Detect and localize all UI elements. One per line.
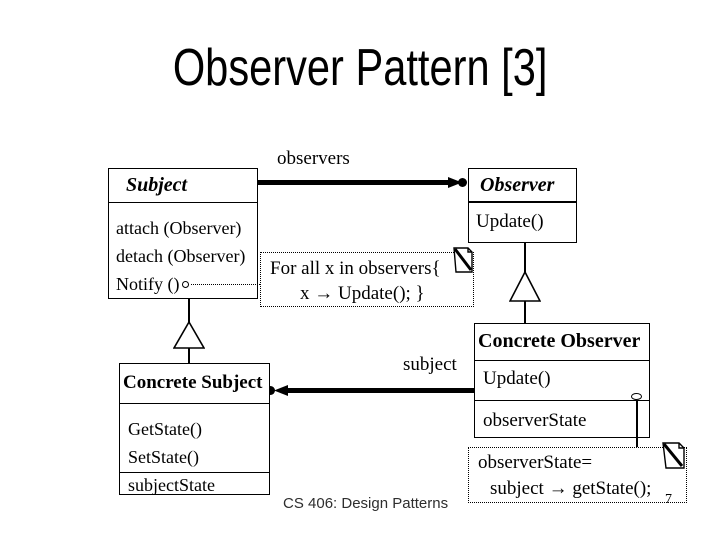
method-setstate: SetState() <box>128 447 199 467</box>
class-concrete-observer-name: Concrete Observer <box>478 330 641 352</box>
note-icon <box>452 246 475 274</box>
class-subject-name-compartment: Subject <box>109 169 257 203</box>
class-concrete-subject-name-compartment: Concrete Subject <box>120 364 269 404</box>
class-box-observer: Observer Update() <box>468 168 577 243</box>
note-notify-behavior: For all x in observers{ x → Update(); } <box>260 252 474 307</box>
class-subject-name: Subject <box>126 174 188 196</box>
association-line-observers <box>258 180 451 185</box>
inheritance-triangle-icon <box>509 271 541 302</box>
update-note-connector-line <box>636 400 638 447</box>
class-observer-name-compartment: Observer <box>469 169 576 203</box>
class-concrete-subject-method-compartment: GetState() SetState() <box>120 404 269 473</box>
note-icon <box>661 441 687 470</box>
inheritance-line-subject-bottom <box>188 348 190 364</box>
association-label-observers: observers <box>277 148 350 169</box>
class-box-concrete-subject: Concrete Subject GetState() SetState() s… <box>119 363 270 495</box>
notify-connector-circle-icon <box>182 281 189 288</box>
association-line-subject <box>287 388 474 393</box>
update-connector-circle-icon <box>631 393 642 400</box>
inheritance-line-observer-bottom <box>524 301 526 323</box>
class-concrete-subject-attribute-compartment: subjectState <box>120 473 269 496</box>
inheritance-triangle-icon <box>173 321 205 349</box>
class-observer-name: Observer <box>480 174 555 196</box>
method-update-abstract: Update() <box>476 211 544 232</box>
note-notify-line1: For all x in observers{ <box>270 258 441 279</box>
class-concrete-observer-method-compartment: Update() <box>475 361 649 401</box>
inheritance-line-observer-top <box>524 243 526 272</box>
arrowhead-left-icon <box>274 385 288 396</box>
class-concrete-subject-name: Concrete Subject <box>123 372 263 393</box>
method-getstate: GetState() <box>128 419 202 439</box>
association-label-subject: subject <box>403 354 457 375</box>
inheritance-line-subject-top <box>188 299 190 323</box>
page-title-text: Observer Pattern [3] <box>172 39 548 97</box>
class-box-subject: Subject attach (Observer) detach (Observ… <box>108 168 258 299</box>
note-update-line1: observerState= <box>478 452 593 473</box>
association-dot-icon <box>266 386 275 395</box>
method-attach: attach (Observer) <box>116 218 242 238</box>
class-box-concrete-observer: Concrete Observer Update() observerState <box>474 323 650 438</box>
class-subject-method-compartment: attach (Observer) detach (Observer) Noti… <box>109 203 257 298</box>
class-observer-method-compartment: Update() <box>469 203 576 233</box>
attribute-subjectstate: subjectState <box>128 475 215 495</box>
method-detach: detach (Observer) <box>116 246 246 266</box>
arrowhead-right-icon <box>448 177 462 188</box>
page-title: Observer Pattern [3] <box>0 40 720 96</box>
note-update-line2: subject → getState(); <box>490 478 652 499</box>
note-update-behavior: observerState= subject → getState(); <box>468 447 687 503</box>
class-concrete-observer-name-compartment: Concrete Observer <box>475 324 649 361</box>
slide-footer: CS 406: Design Patterns <box>283 495 449 512</box>
notify-note-dotted-connector <box>191 284 260 285</box>
method-update-concrete: Update() <box>483 368 551 389</box>
method-notify: Notify () <box>116 274 180 294</box>
association-dot-icon <box>458 178 467 187</box>
class-concrete-observer-attribute-compartment: observerState <box>475 401 649 432</box>
attribute-observerstate: observerState <box>483 410 587 431</box>
note-notify-line2: x → Update(); } <box>300 283 425 304</box>
page-number: 7 <box>665 492 672 507</box>
